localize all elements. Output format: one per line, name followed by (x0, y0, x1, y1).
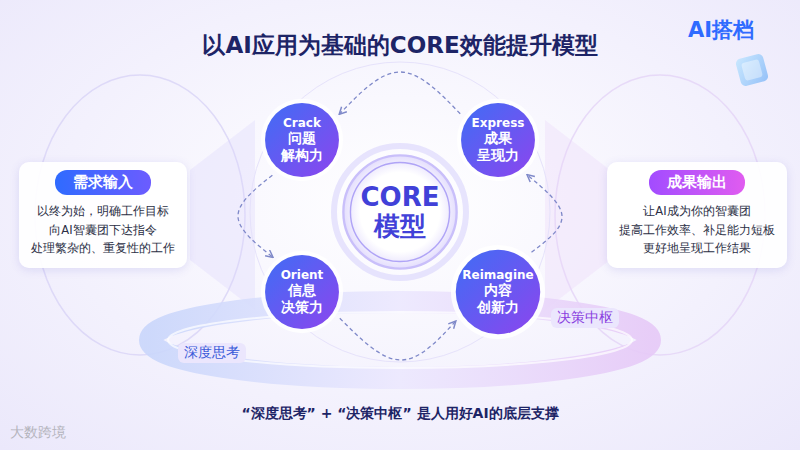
box-heading: 成果输出 (649, 170, 745, 195)
box-body: 以终为始，明确工作目标 向AI智囊团下达指令 处理繁杂的、重复性的工作 (31, 202, 176, 257)
cycle-connector (238, 175, 272, 257)
logo-text: AI搭档 (688, 16, 754, 44)
cube-icon (735, 53, 769, 87)
band-label: 决策中枢 (557, 309, 613, 327)
cycle-connector (340, 72, 460, 114)
step-circle: Crack问题 解构力 (260, 98, 344, 182)
ability-name: 成果 呈现力 (473, 130, 523, 164)
band-label: 深度思考 (184, 344, 240, 362)
title: 以AI应用为基础的CORE效能提升模型 (0, 30, 800, 61)
light-beam (545, 120, 610, 310)
step-circle: Express成果 呈现力 (456, 98, 540, 182)
english-word: Orient (281, 269, 324, 282)
halo (250, 62, 550, 362)
ring-band-label: 决策中枢 (551, 308, 619, 328)
caption: “深度思考” + “决策中枢” 是人用好AI的底层支撑 (0, 405, 800, 423)
english-word: Express (472, 117, 525, 130)
english-word: Reimagine (462, 269, 533, 282)
step-circle: Orient信息 决策力 (260, 250, 344, 334)
english-word: Crack (283, 117, 321, 130)
watermark: 大数跨境 (10, 424, 66, 442)
box-heading: 需求输入 (55, 170, 151, 195)
core-halo (334, 146, 466, 278)
ability-name: 问题 解构力 (277, 130, 327, 164)
cycle-connector (528, 175, 562, 252)
ring-band-label: 深度思考 (178, 343, 246, 363)
core-label: CORE 模型 (357, 183, 443, 240)
base-ring (150, 302, 650, 378)
ability-name: 信息 决策力 (277, 282, 327, 316)
box-body: 让AI成为你的智囊团 提高工作效率、补足能力短板 更好地呈现工作结果 (619, 202, 775, 257)
step-circle: Reimagine内容 创新力 (450, 244, 546, 340)
input-box: 需求输入以终为始，明确工作目标 向AI智囊团下达指令 处理繁杂的、重复性的工作 (19, 162, 188, 267)
core-circle: CORE 模型 (341, 153, 459, 271)
ability-name: 内容 创新力 (473, 282, 523, 316)
output-box: 成果输出让AI成为你的智囊团 提高工作效率、补足能力短板 更好地呈现工作结果 (607, 162, 787, 267)
light-beam (190, 120, 255, 310)
cycle-connector (340, 318, 455, 360)
